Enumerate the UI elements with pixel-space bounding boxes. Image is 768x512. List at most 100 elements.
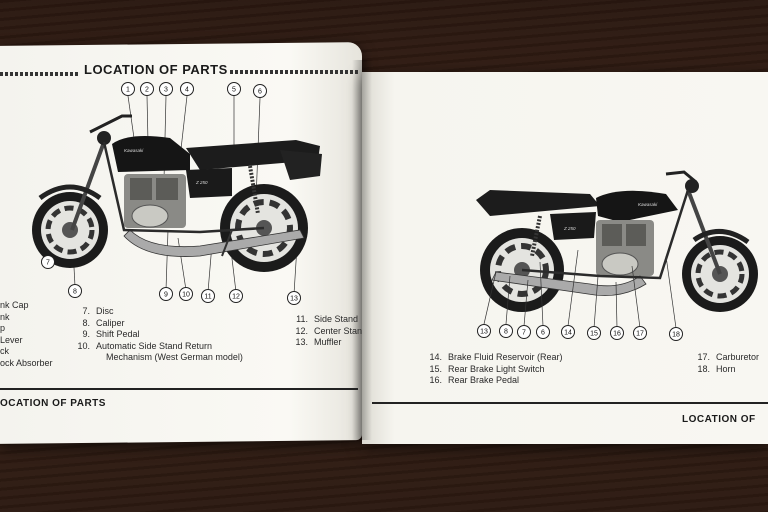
front-fork xyxy=(70,141,106,231)
callout-9: 9 xyxy=(159,287,173,301)
engine xyxy=(596,220,654,276)
list-item: 7.Disc xyxy=(82,306,114,316)
list-item: p xyxy=(0,323,6,333)
svg-text:14: 14 xyxy=(564,330,572,337)
list-item: nk Cap xyxy=(0,300,29,310)
tank-brand-text: Kawasaki xyxy=(638,202,658,207)
callout-11: 11 xyxy=(201,289,215,303)
rear-shock xyxy=(248,165,260,215)
list-item: Mechanism (West German model) xyxy=(106,352,243,362)
list-item: 12.Center Stan xyxy=(295,325,363,336)
frame xyxy=(521,189,690,280)
side-cover xyxy=(550,212,596,240)
svg-text:13: 13 xyxy=(480,329,488,336)
engine xyxy=(124,174,186,228)
handlebar xyxy=(665,170,697,184)
svg-text:18: 18 xyxy=(672,332,680,339)
handlebar xyxy=(89,114,132,134)
header-dash-right xyxy=(230,70,358,74)
callout-7: 7 xyxy=(41,255,55,269)
callout-15: 15 xyxy=(587,326,601,340)
list-item: 15.Rear Brake Light Switch xyxy=(429,363,545,374)
footer-title-right: LOCATION OF xyxy=(682,414,756,425)
list-item: 14.Brake Fluid Reservoir (Rear) xyxy=(429,352,563,362)
callout-14: 14 xyxy=(561,325,575,339)
list-item: 17.Carburetor xyxy=(697,352,760,362)
svg-text:8: 8 xyxy=(73,289,77,296)
list-item: 9.Shift Pedal xyxy=(82,329,140,339)
svg-text:7: 7 xyxy=(46,260,50,267)
exhaust-muffler xyxy=(123,229,305,257)
headlight xyxy=(97,131,111,145)
svg-text:9: 9 xyxy=(164,292,168,299)
callout-10: 10 xyxy=(179,287,193,301)
list-item: 11.Side Stand xyxy=(296,314,359,324)
list-item: 8.Caliper xyxy=(82,317,125,328)
callout-4: 4 xyxy=(180,82,194,96)
page-title: LOCATION OF PARTS xyxy=(84,62,228,77)
callout-18: 18 xyxy=(669,327,683,341)
front-fender xyxy=(38,184,102,201)
callout-17: 17 xyxy=(633,326,647,340)
tank-brand-text: Kawasaki xyxy=(124,148,144,153)
footer-title-left: OCATION OF PARTS xyxy=(0,398,106,409)
callout-2: 2 xyxy=(140,82,154,96)
svg-text:8: 8 xyxy=(504,329,508,336)
svg-text:1: 1 xyxy=(126,87,130,94)
list-item: Lever xyxy=(0,334,23,345)
callout-6: 6 xyxy=(253,84,267,98)
list-item: ock Absorber xyxy=(0,357,53,368)
callout-13-right: 13 xyxy=(477,324,491,338)
headlight xyxy=(685,179,699,193)
svg-text:6: 6 xyxy=(541,330,545,337)
side-cover xyxy=(186,168,232,198)
svg-text:6: 6 xyxy=(258,89,262,96)
seat xyxy=(476,190,600,216)
svg-text:5: 5 xyxy=(232,87,236,94)
svg-text:16: 16 xyxy=(613,331,621,338)
list-item: 16.Rear Brake Pedal xyxy=(429,375,520,385)
svg-text:2: 2 xyxy=(145,87,149,94)
footer-rule-right xyxy=(372,402,768,404)
exhaust-muffler xyxy=(491,271,647,297)
callout-8: 8 xyxy=(68,284,82,298)
parts-list-17-18: 17.Carburetor 18.Horn xyxy=(692,352,759,375)
parts-list-11-13: 11.Side Stand 12.Center Stan 13.Muffler xyxy=(290,314,362,349)
parts-list-14-16: 14.Brake Fluid Reservoir (Rear) 15.Rear … xyxy=(420,352,563,387)
svg-text:11: 11 xyxy=(204,294,211,301)
front-fender xyxy=(692,229,750,245)
header-dash-left xyxy=(0,72,78,76)
callout-13: 13 xyxy=(287,291,301,305)
svg-text:13: 13 xyxy=(290,296,298,303)
book-gutter xyxy=(352,60,372,440)
fuel-tank xyxy=(596,190,678,222)
parts-list-7-10: 7.Disc 8.Caliper 9.Shift Pedal 10.Automa… xyxy=(72,306,243,364)
list-item: 13.Muffler xyxy=(295,337,342,347)
svg-text:7: 7 xyxy=(522,330,526,337)
callout-12: 12 xyxy=(229,289,243,303)
svg-text:3: 3 xyxy=(164,87,168,94)
tail-cowl xyxy=(280,150,322,180)
callout-1: 1 xyxy=(121,82,135,96)
right-callouts: 13 8 7 6 14 15 16 17 18 xyxy=(477,249,683,341)
svg-text:15: 15 xyxy=(590,331,598,338)
fuel-tank xyxy=(112,136,190,172)
callout-5: 5 xyxy=(227,82,241,96)
footer-rule-left xyxy=(0,388,358,390)
leader-lines-right xyxy=(483,249,677,329)
side-cover-model: Z 250 xyxy=(563,226,576,231)
motorcycle-right-illustration: Kawasaki Z 250 xyxy=(476,170,758,312)
front-wheel xyxy=(32,192,108,268)
svg-text:10: 10 xyxy=(182,292,190,299)
partial-list-cut-off: nk Cap nk p Lever ck ock Absorber xyxy=(0,300,53,369)
side-stand xyxy=(221,229,233,257)
side-cover-model: Z 250 xyxy=(195,180,208,185)
motorcycle-left-illustration: Kawasaki Z 250 1 2 3 4 5 6 7 8 9 10 11 1… xyxy=(32,82,322,305)
callout-7-right: 7 xyxy=(517,325,531,339)
callout-3: 3 xyxy=(159,82,173,96)
callout-16: 16 xyxy=(610,326,624,340)
svg-text:12: 12 xyxy=(232,294,240,301)
svg-text:17: 17 xyxy=(636,331,644,338)
list-item: nk xyxy=(0,311,10,322)
callout-6-right: 6 xyxy=(536,325,550,339)
